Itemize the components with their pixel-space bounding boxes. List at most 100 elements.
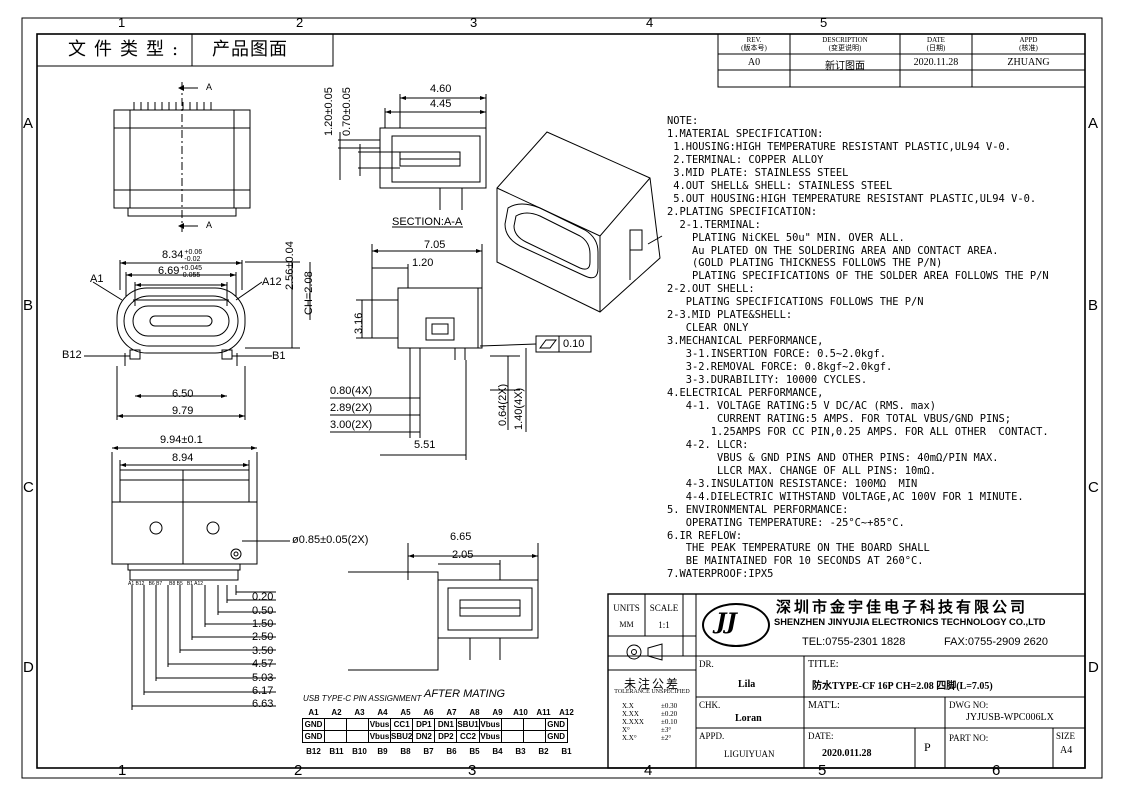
pin-top-label: A2 [331, 708, 342, 717]
note-line: PLATING SPECIFICATIONS FOLLOWS THE P/N [667, 296, 924, 309]
col-label-5-bottom: 5 [818, 762, 827, 779]
pin-a-cell: GND [544, 718, 568, 731]
note-line: CLEAR ONLY [667, 322, 749, 335]
checked-header: CHK. [699, 700, 721, 710]
pin-a-cell [324, 718, 347, 731]
tolerance-key: X.XXX [622, 718, 644, 726]
rev-header: REV.(版本号) [741, 36, 767, 52]
approved-header: APPD. [699, 731, 725, 741]
tolerance-key: X.X° [622, 734, 637, 742]
note-line: CURRENT RATING:5 AMPS. FOR TOTAL VBUS/GN… [667, 412, 1012, 425]
date-value: 2020.11.28 [913, 57, 959, 68]
row-label-c: C [23, 479, 34, 496]
dim-9-94: 9.94±0.1 [160, 434, 203, 446]
dim-6-69: 6.69+0.045-0.055 [158, 265, 203, 279]
col-label-2: 2 [296, 15, 304, 30]
pin-top-label: A8 [469, 708, 480, 717]
pin-b-cell [346, 730, 369, 743]
pin-bottom-label: B9 [377, 747, 388, 756]
pin-label-b1: B1 [272, 350, 286, 362]
tolerance-value: ±2° [661, 734, 672, 742]
pin-b-cell: Vbus [478, 730, 502, 743]
tolerance-key: X.XX [622, 710, 639, 718]
note-line: 3.MECHANICAL PERFORMANCE, [667, 335, 824, 348]
dim-0-80: 0.80(4X) [330, 385, 373, 397]
dim-3-00: 3.00(2X) [330, 419, 373, 431]
dim-1-20b: 1.20 [412, 257, 434, 269]
pin-top-label: A1 [308, 708, 319, 717]
dim-4-60: 4.60 [430, 83, 452, 95]
row-label-b: B [23, 297, 34, 314]
doc-type-label: 文件类型: [68, 39, 187, 60]
note-line: 2-1.TERMINAL: [667, 218, 761, 231]
checked-value: Loran [735, 713, 762, 724]
dim-2-05: 2.05 [452, 549, 474, 561]
pin-a-cell: Vbus [368, 718, 391, 731]
tolerance-value: ±3° [661, 726, 672, 734]
pin-top-label: A12 [559, 708, 574, 717]
units-value: MM [619, 620, 634, 629]
pin-label-b12: B12 [62, 349, 82, 361]
pin-a-cell: Vbus [478, 718, 502, 731]
desc-header: DESCRIPTION(变更说明) [822, 36, 868, 52]
pin-bottom-label: B10 [352, 747, 367, 756]
size-header: SIZE [1056, 731, 1075, 741]
dim-6-50: 6.50 [172, 388, 194, 400]
row-label-d: D [23, 659, 34, 676]
inner-frame [36, 33, 1086, 769]
title-value: 防水TYPE-CF 16P CH=2.08 四脚(L=7.05) [812, 681, 993, 692]
tolerance-value: ±0.10 [661, 718, 678, 726]
note-line: 2.TERMINAL: COPPER ALLOY [667, 153, 824, 166]
tolerance-value: ±0.20 [661, 710, 678, 718]
dim-3-16: 3.16 [353, 312, 365, 334]
pin-top-label: A5 [400, 708, 411, 717]
ladder-2: 1.50 [252, 618, 274, 630]
row-label-b-right: B [1088, 297, 1099, 314]
company-name-cn: 深圳市金宇佳电子科技有限公司 [776, 598, 1029, 616]
section-mark-top: A [206, 82, 213, 92]
note-line: BE MAINTAINED FOR 10 SECONDS AT 260°C. [667, 555, 924, 568]
pin-top-label: A11 [536, 708, 551, 717]
date-header-tb: DATE: [808, 731, 834, 741]
col-label-3-bottom: 3 [468, 762, 477, 779]
pin-top-label: A10 [513, 708, 528, 717]
row-label-c-right: C [1088, 479, 1099, 496]
notes-block: NOTE:1.MATERIAL SPECIFICATION: 1.HOUSING… [667, 115, 1049, 581]
pin-bottom-label: B5 [469, 747, 480, 756]
note-line: Au PLATED ON THE SOLDERING AREA AND CONT… [667, 244, 999, 257]
note-line: OPERATING TEMPERATURE: -25°C~+85°C. [667, 516, 905, 529]
ladder-6: 5.03 [252, 672, 274, 684]
company-fax: FAX:0755-2909 2620 [944, 636, 1048, 648]
note-line: PLATING NiCKEL 50u" MIN. OVER ALL. [667, 231, 905, 244]
note-line: VBUS & GND PINS AND OTHER PINS: 40mΩ/PIN… [667, 451, 999, 464]
tolerance-subtitle: TOLERANCE UNSPECIFIED [614, 689, 690, 695]
col-label-1-bottom: 1 [118, 762, 127, 779]
pin-bottom-label: B1 [561, 747, 572, 756]
col-label-6-bottom: 6 [992, 762, 1001, 779]
dim-6-65: 6.65 [450, 531, 472, 543]
note-line: 4.ELECTRICAL PERFORMANCE, [667, 387, 824, 400]
dim-2-56: 2.56±0.04 [284, 241, 296, 290]
note-line: 3-1.INSERTION FORCE: 0.5~2.0kgf. [667, 348, 886, 361]
flatness-value: 0.10 [563, 338, 585, 350]
bottom-pin-labels: A1 B12 B6 B7 B8 B5 B1 A12 [128, 581, 204, 587]
pin-bottom-label: B7 [423, 747, 434, 756]
pin-a-cell [522, 718, 546, 731]
note-line: 2.PLATING SPECIFICATION: [667, 205, 818, 218]
appd-header: APPD(核准) [1019, 36, 1038, 52]
date-value-tb: 2020.011.28 [822, 748, 872, 759]
note-line: 4-3.INSULATION RESISTANCE: 100MΩ MIN [667, 477, 918, 490]
pin-top-label: A9 [492, 708, 503, 717]
note-line: NOTE: [667, 115, 699, 127]
scale-header: SCALE [649, 603, 679, 613]
ladder-4: 3.50 [252, 645, 274, 657]
company-logo: JJ [702, 603, 770, 647]
col-label-3: 3 [470, 15, 478, 30]
desc-value: 新订图面 [825, 61, 865, 72]
pin-bottom-label: B11 [329, 747, 344, 756]
note-line: 4.OUT SHELL& SHELL: STAINLESS STEEL [667, 179, 893, 192]
dim-ch: CH=2.08 [303, 271, 315, 315]
date-header: DATE(日期) [926, 36, 946, 52]
